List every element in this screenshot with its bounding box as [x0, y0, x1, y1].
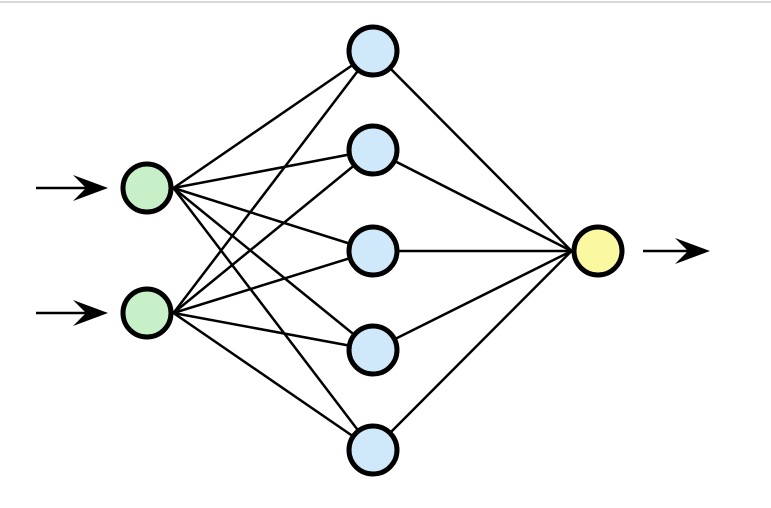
- edge-input1-hidden4: [172, 187, 374, 351]
- edge-input2-hidden2: [172, 149, 374, 314]
- edge-input2-hidden5: [172, 311, 374, 452]
- hidden-node-3: [346, 224, 400, 278]
- edge-hidden4-output1: [372, 249, 573, 352]
- edge-input1-hidden5: [172, 187, 374, 451]
- input-node-1: [120, 161, 174, 215]
- edge-hidden2-output1: [372, 148, 573, 253]
- edge-input1-hidden3: [173, 186, 374, 253]
- hidden-node-5: [346, 423, 400, 477]
- hidden-node-4: [346, 323, 400, 377]
- edge-input2-hidden1: [172, 50, 374, 314]
- input-node-2: [120, 286, 174, 340]
- edge-hidden1-output1: [372, 50, 573, 252]
- output-arrow-head: [675, 238, 710, 264]
- edge-input1-hidden2: [173, 148, 374, 190]
- window-top-border: [0, 1, 771, 3]
- edge-input2-hidden3: [173, 249, 374, 315]
- input-arrow-1-head: [73, 175, 108, 201]
- input-arrow-2-head: [73, 300, 108, 326]
- edge-input1-hidden1: [172, 49, 374, 190]
- hidden-node-1: [346, 24, 400, 78]
- edge-input2-hidden4: [173, 311, 374, 352]
- output-node-1: [571, 224, 625, 278]
- hidden-node-2: [346, 123, 400, 177]
- edge-hidden5-output1: [372, 250, 573, 451]
